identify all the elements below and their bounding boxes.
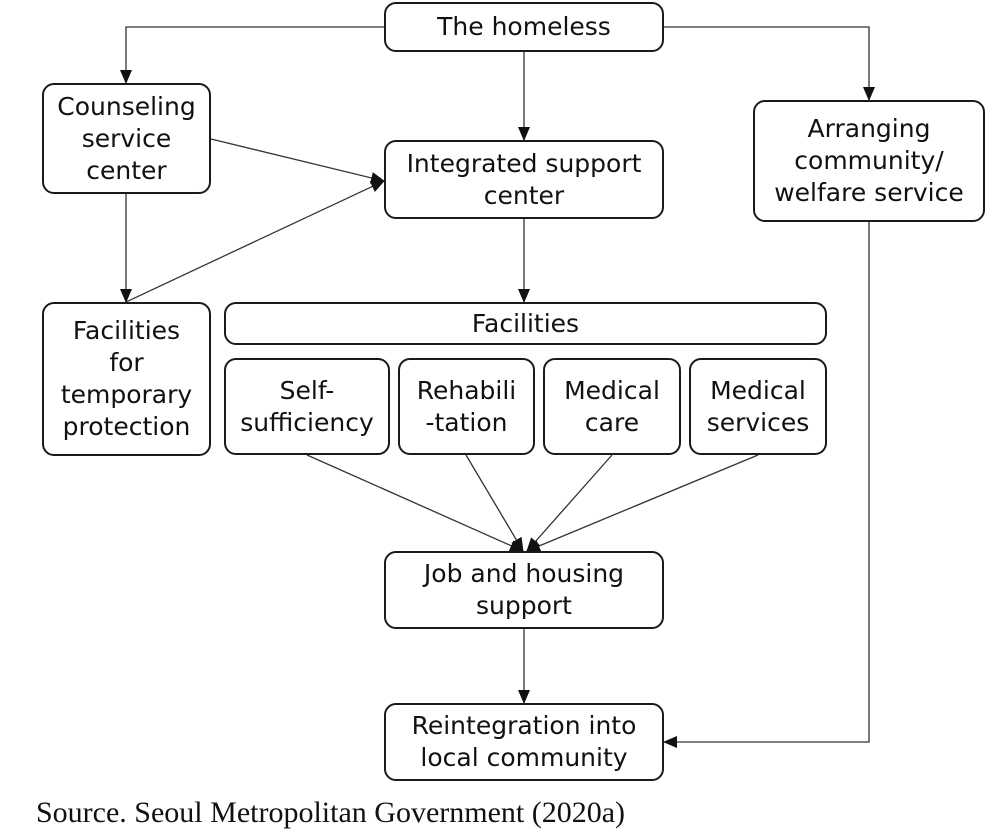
node-rehabilitation: Rehabili -tation (398, 358, 535, 455)
edge-homeless-to-counseling (120, 26, 384, 84)
edge-medical-care-to-job-housing (526, 454, 613, 552)
edge-homeless-to-arranging (664, 26, 875, 101)
edge-temporary-to-integrated (125, 180, 385, 303)
node-reintegration-local-community: Reintegration into local community (384, 703, 664, 781)
node-medical-care: Medical care (543, 358, 681, 455)
edge-rehabilitation-to-job-housing (465, 454, 524, 552)
node-integrated-support-center: Integrated support center (384, 140, 664, 219)
edge-arranging-to-reintegration (663, 222, 870, 748)
source-note: Source. Seoul Metropolitan Government (2… (36, 796, 626, 829)
node-arranging-community-welfare-service: Arranging community/ welfare service (753, 100, 985, 222)
edge-counseling-to-integrated (210, 138, 385, 184)
node-facilities: Facilities (224, 302, 827, 345)
edge-medical-services-to-job-housing (526, 454, 759, 552)
node-self-sufficiency: Self- sufficiency (224, 358, 390, 455)
node-counseling-service-center: Counseling service center (42, 83, 211, 194)
node-job-and-housing-support: Job and housing support (384, 551, 664, 629)
edge-self-sufficiency-to-job-housing (306, 454, 524, 552)
node-facilities-temporary-protection: Facilities for temporary protection (42, 302, 211, 456)
node-the-homeless: The homeless (384, 2, 664, 52)
node-medical-services: Medical services (689, 358, 827, 455)
